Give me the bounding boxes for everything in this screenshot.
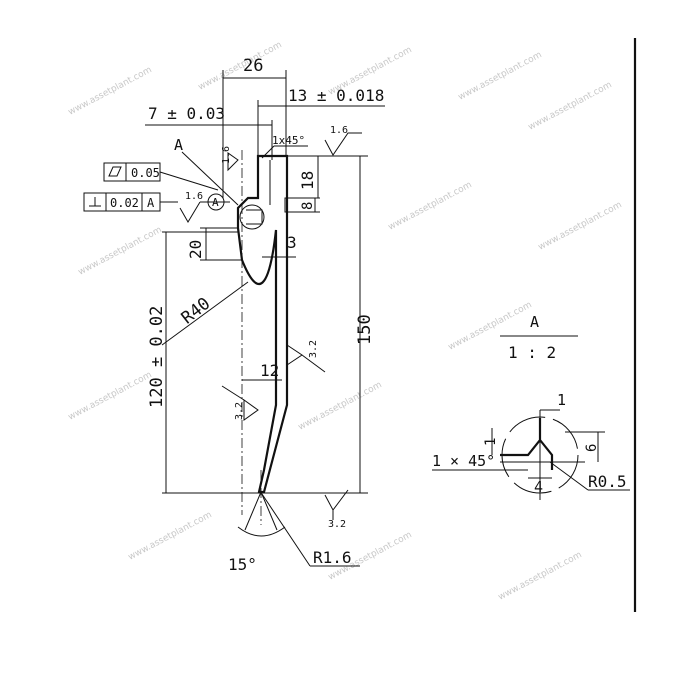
- svg-text:8: 8: [300, 202, 316, 210]
- svg-text:A: A: [147, 196, 155, 210]
- dimension-26: 26: [222, 56, 287, 198]
- dim-text: 13 ± 0.018: [288, 86, 384, 105]
- radius-40: R40: [161, 281, 249, 346]
- dimension-18-8: 18 8: [284, 155, 330, 213]
- dimension-20: 20: [186, 227, 242, 261]
- dimension-120: 120 ± 0.02: [147, 231, 262, 494]
- svg-text:R1.6: R1.6: [313, 548, 352, 567]
- svg-text:0.02: 0.02: [110, 196, 139, 210]
- svg-text:1.6: 1.6: [221, 146, 232, 164]
- svg-text:15°: 15°: [228, 555, 257, 574]
- svg-text:20: 20: [186, 240, 205, 259]
- watermark-text: www.assetplant.com: [67, 370, 154, 423]
- chamfer-text: 1x45°: [272, 134, 305, 147]
- watermark-text: www.assetplant.com: [497, 550, 584, 603]
- svg-text:18: 18: [298, 171, 317, 190]
- dim-text: 7 ± 0.03: [148, 104, 225, 123]
- roughness-mid-right: 3.2: [286, 340, 326, 373]
- watermark-text: www.assetplant.com: [77, 225, 164, 278]
- svg-text:1 × 45°: 1 × 45°: [432, 452, 495, 470]
- radius-1-6: R1.6: [261, 493, 360, 567]
- chamfer-callout: 1x45°: [261, 134, 308, 159]
- notch: [246, 209, 263, 225]
- svg-text:120 ± 0.02: 120 ± 0.02: [147, 306, 167, 408]
- watermark-text: www.assetplant.com: [197, 40, 284, 93]
- roughness-left-top: 1.6: [221, 146, 239, 172]
- roughness-top: 1.6: [324, 125, 362, 156]
- svg-text:3: 3: [287, 233, 297, 252]
- svg-text:150: 150: [355, 314, 375, 345]
- perpendicularity-icon: [89, 197, 101, 207]
- svg-text:A: A: [174, 136, 183, 154]
- angle-15: 15°: [228, 491, 286, 574]
- svg-text:3.2: 3.2: [234, 402, 245, 420]
- dimension-13: 13 ± 0.018: [257, 86, 385, 156]
- watermark-text: www.assetplant.com: [537, 200, 624, 253]
- detail-scale: 1 : 2: [508, 343, 556, 362]
- detail-circle: [239, 204, 265, 230]
- dimension-12: 12: [242, 361, 282, 381]
- svg-text:1: 1: [483, 438, 499, 446]
- svg-text:0.05: 0.05: [131, 166, 160, 180]
- watermark-text: www.assetplant.com: [297, 380, 384, 433]
- part-profile: [236, 154, 289, 494]
- dimension-7: 7 ± 0.03: [145, 104, 273, 160]
- svg-text:1.6: 1.6: [185, 191, 203, 202]
- dimension-3: 3: [262, 233, 297, 258]
- detail-view: A 1 : 2 1 1 1 × 45° 6 4 R0.5: [432, 313, 630, 500]
- svg-text:12: 12: [260, 361, 279, 380]
- watermark-text: www.assetplant.com: [67, 65, 154, 118]
- roughness-mid-left: 3.2: [221, 385, 259, 421]
- watermark-text: www.assetplant.com: [127, 510, 214, 563]
- flatness-icon: [108, 166, 122, 177]
- svg-text:1: 1: [557, 391, 566, 409]
- watermark-text: www.assetplant.com: [457, 50, 544, 103]
- watermark-text: www.assetplant.com: [527, 80, 614, 133]
- tolerance-frame-perpendicularity: 0.02 A: [83, 192, 178, 212]
- dim-text: 26: [243, 56, 263, 76]
- svg-text:1.6: 1.6: [330, 125, 348, 136]
- part-outline: [236, 154, 289, 494]
- tolerance-frame-flatness: 0.05: [103, 162, 219, 191]
- svg-text:4: 4: [534, 478, 543, 496]
- svg-text:R40: R40: [178, 294, 215, 329]
- dimension-150: 150: [262, 155, 375, 494]
- svg-text:3.2: 3.2: [308, 340, 319, 358]
- detail-title: A: [530, 313, 539, 331]
- roughness-bottom: 3.2: [324, 489, 349, 530]
- svg-text:6: 6: [584, 444, 600, 452]
- svg-text:3.2: 3.2: [328, 519, 346, 530]
- roughness-gap: 1.6: [179, 191, 230, 223]
- watermark-text: www.assetplant.com: [387, 180, 474, 233]
- svg-text:R0.5: R0.5: [588, 472, 627, 491]
